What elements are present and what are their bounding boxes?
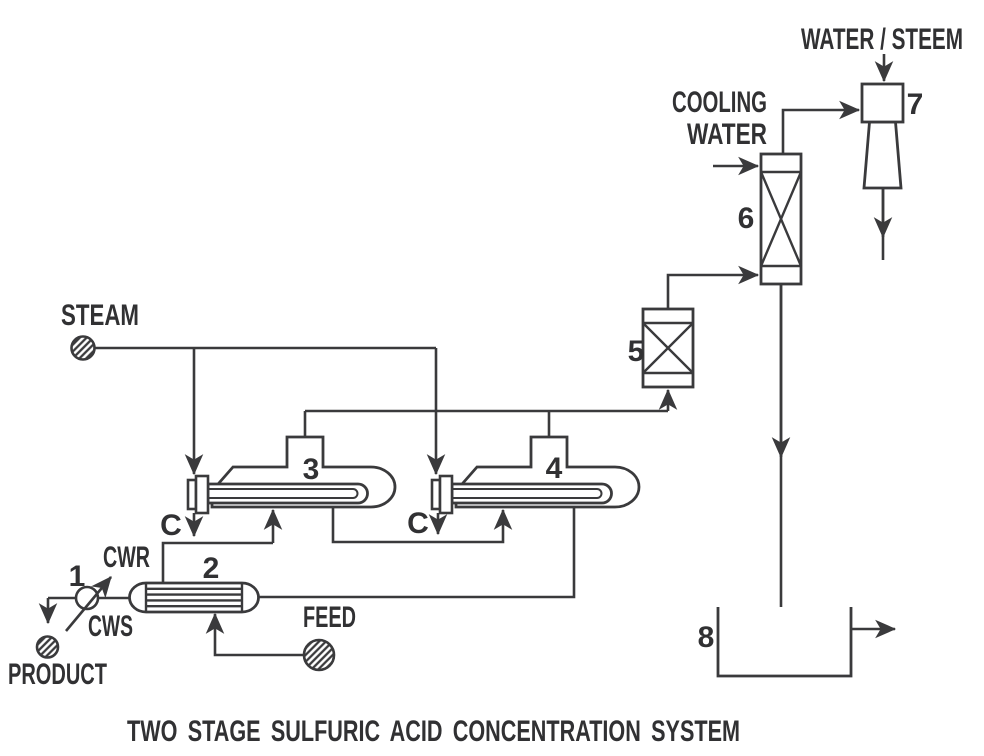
vapor-header-lines: [303, 388, 678, 437]
ejector-lines: [873, 54, 894, 260]
cws-label: CWS: [88, 610, 133, 643]
cooling-water-label-line1: COOLING: [672, 86, 767, 119]
feed-product-exchanger-2: [128, 581, 260, 614]
water-steam-label: WATER / STEEM: [801, 23, 963, 56]
feed-lines: [205, 612, 304, 657]
feed-label: FEED: [303, 601, 356, 634]
exchanger-2-tubes: [146, 587, 242, 608]
evaporator-4-flange-inner: [438, 474, 454, 515]
product-label: PRODUCT: [8, 658, 107, 691]
column-5-packing-cross: [642, 322, 694, 374]
ejector-7-body: [860, 82, 905, 124]
column-5-packing-bands: [643, 321, 693, 375]
tag-ejector: 7: [907, 88, 924, 121]
evaporator-3-to-4-line: [331, 507, 513, 544]
cwr-label: CWR: [103, 541, 150, 574]
evaporator-4-to-exchanger-line: [259, 507, 576, 599]
steam-label: STEAM: [61, 299, 139, 332]
feed-line: [205, 612, 304, 657]
seal-tank-8-walls: [716, 607, 853, 678]
condenser-column-6: [759, 152, 803, 286]
liquid-transfer-lines: [161, 507, 576, 599]
tag-evaporator-stage1: 3: [303, 453, 320, 486]
tag-product-cooler: 1: [69, 560, 86, 593]
exchanger-to-evaporator-3-line: [161, 541, 273, 583]
column-transfer-lines: [666, 100, 861, 649]
condensate-label-stage2: C: [407, 507, 429, 540]
evaporator-3: [186, 435, 397, 515]
tag-evaporator-stage2: 4: [546, 452, 563, 485]
condensate-label-stage1: C: [160, 509, 182, 542]
evaporator-3-heater-tube-inner: [208, 488, 359, 499]
tag-condenser-column: 6: [738, 202, 755, 235]
cooling-water-through-line: [65, 576, 112, 632]
feed-source-terminator: [302, 638, 336, 672]
stream-labels: STEAM CWR CWS PRODUCT FEED COOLING WATER…: [8, 23, 963, 691]
evaporator-4: [430, 435, 641, 515]
equipment-number-labels: 1 2 3 4 5 6 7 8: [69, 88, 924, 654]
column-5-to-column-6-line: [666, 265, 760, 309]
diagram-title: TWO STAGE SULFURIC ACID CONCENTRATION SY…: [127, 715, 740, 748]
evaporator-3-heater-tube: [206, 482, 369, 505]
column-6-packing-bands: [761, 170, 801, 268]
evaporator-4-heater-tube: [450, 482, 613, 505]
exchanger-2-shell: [128, 581, 260, 614]
entrainment-column-5: [641, 307, 695, 389]
column-6-packing-cross: [759, 171, 803, 267]
steam-source-terminator: [70, 335, 96, 361]
ejector-7-diffuser: [862, 120, 903, 190]
column-6-overhead-line: [781, 100, 861, 154]
evaporator-3-flange-inner: [194, 474, 210, 515]
tag-entrainment-column: 5: [628, 335, 645, 368]
product-cooler-1: [65, 576, 112, 632]
ejector-7: [860, 82, 905, 190]
tag-seal-tank: 8: [698, 621, 715, 654]
evaporator-4-heater-tube-inner: [452, 488, 603, 499]
cooling-water-label-line2: WATER: [687, 118, 767, 151]
seal-tank-8: [716, 607, 853, 678]
tag-feed-product-exchanger: 2: [203, 552, 220, 585]
product-terminator: [35, 635, 60, 659]
